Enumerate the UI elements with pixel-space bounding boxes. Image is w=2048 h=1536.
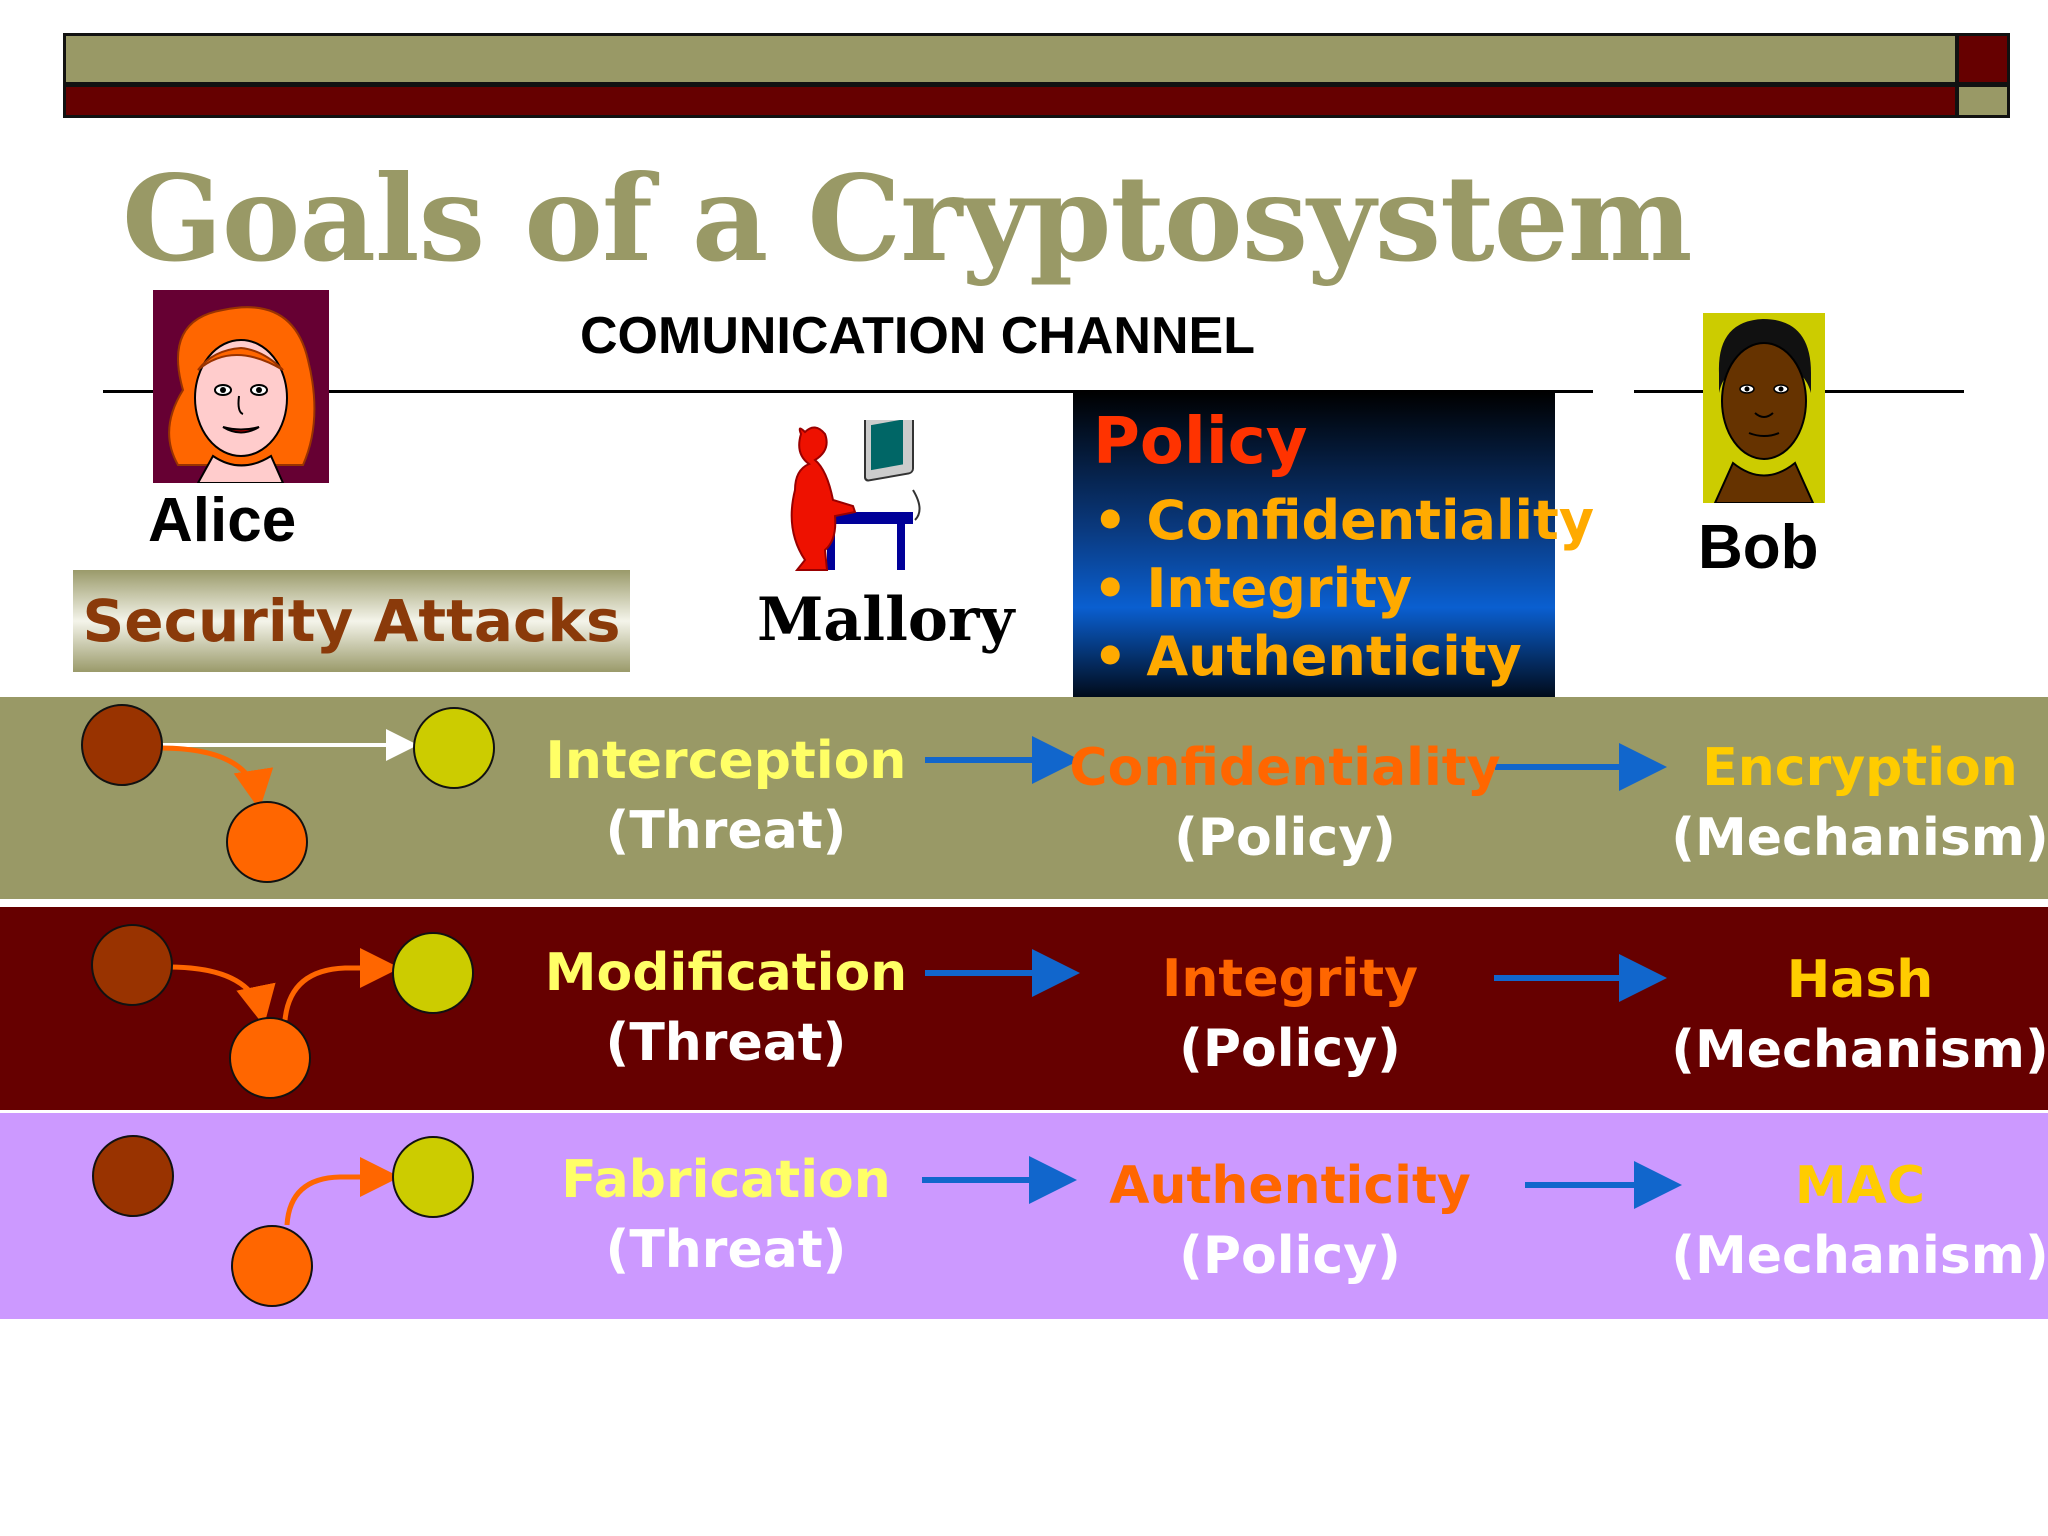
- policy-name: Authenticity: [1109, 1156, 1471, 1216]
- fabrication-diagram: [92, 1135, 474, 1307]
- attacker-node: [229, 1017, 311, 1099]
- source-node: [92, 1135, 174, 1217]
- policy-name: Confidentiality: [1069, 738, 1501, 798]
- mechanism-cell: MAC (Mechanism): [1671, 1151, 2048, 1291]
- policy-cell: Authenticity (Policy): [1109, 1151, 1471, 1291]
- channel-label: COMUNICATION CHANNEL: [580, 307, 1255, 365]
- mechanism-cell: Hash (Mechanism): [1671, 945, 2048, 1085]
- policy-box: Policy • Confidentiality • Integrity • A…: [1073, 392, 1594, 700]
- header-corner-square: [1956, 84, 2010, 118]
- interception-diagram: [81, 704, 495, 883]
- bob-label: Bob: [1698, 513, 1819, 582]
- policy-item: • Confidentiality: [1093, 489, 1595, 552]
- header-bar-maroon: [63, 84, 1958, 118]
- threat-cell: Fabrication (Threat): [561, 1145, 891, 1285]
- slide-title: Goals of a Cryptosystem: [122, 149, 1693, 288]
- mechanism-name: Encryption: [1702, 738, 2018, 798]
- policy-cell: Confidentiality (Policy): [1069, 733, 1500, 873]
- threat-name: Modification: [544, 943, 908, 1003]
- mechanism-name: Hash: [1786, 950, 1934, 1010]
- policy-sub: (Policy): [1174, 808, 1396, 869]
- modification-band: [0, 907, 2048, 1110]
- bob-portrait: [1703, 313, 1825, 503]
- threat-cell: Modification (Threat): [545, 938, 907, 1078]
- policy-name: Integrity: [1162, 949, 1418, 1009]
- policy-title: Policy: [1093, 405, 1308, 479]
- policy-item: • Integrity: [1093, 557, 1413, 620]
- threat-name: Interception: [545, 731, 907, 791]
- security-attacks-box: Security Attacks: [73, 570, 630, 672]
- header-corner-square: [1956, 33, 2010, 85]
- policy-item: • Authenticity: [1093, 625, 1522, 688]
- mechanism-cell: Encryption (Mechanism): [1671, 733, 2048, 873]
- policy-sub: (Policy): [1179, 1226, 1401, 1287]
- alice-portrait: [153, 290, 329, 483]
- source-node: [81, 704, 163, 786]
- fabrication-band: [0, 1113, 2048, 1319]
- modify-in-arrow: [167, 964, 276, 1026]
- policy-sub: (Policy): [1179, 1019, 1401, 1080]
- interception-band: [0, 697, 2048, 899]
- destination-node: [413, 707, 495, 789]
- threat-sub: (Threat): [605, 801, 847, 862]
- threat-sub: (Threat): [605, 1220, 847, 1281]
- threat-cell: Interception (Threat): [546, 726, 907, 866]
- modify-out-arrow: [282, 948, 400, 1021]
- attacker-node: [231, 1225, 313, 1307]
- source-node: [91, 924, 173, 1006]
- fabricate-arrow: [284, 1157, 400, 1226]
- mechanism-sub: (Mechanism): [1671, 1226, 2048, 1287]
- modification-diagram: [91, 924, 474, 1099]
- mechanism-sub: (Mechanism): [1671, 1020, 2048, 1081]
- attacker-node: [226, 801, 308, 883]
- policy-cell: Integrity (Policy): [1162, 944, 1418, 1084]
- intercept-arrow: [159, 745, 274, 810]
- destination-node: [392, 932, 474, 1014]
- mallory-label: Mallory: [757, 585, 1015, 655]
- header-bar-olive: [63, 33, 1958, 85]
- mechanism-name: MAC: [1794, 1156, 1926, 1216]
- mallory-figure: [790, 420, 921, 571]
- alice-label: Alice: [148, 486, 297, 555]
- threat-sub: (Threat): [605, 1013, 847, 1074]
- channel-line: [103, 390, 1593, 393]
- destination-node: [392, 1136, 474, 1218]
- mechanism-sub: (Mechanism): [1671, 808, 2048, 869]
- threat-name: Fabrication: [561, 1150, 891, 1210]
- security-attacks-label: Security Attacks: [82, 587, 621, 655]
